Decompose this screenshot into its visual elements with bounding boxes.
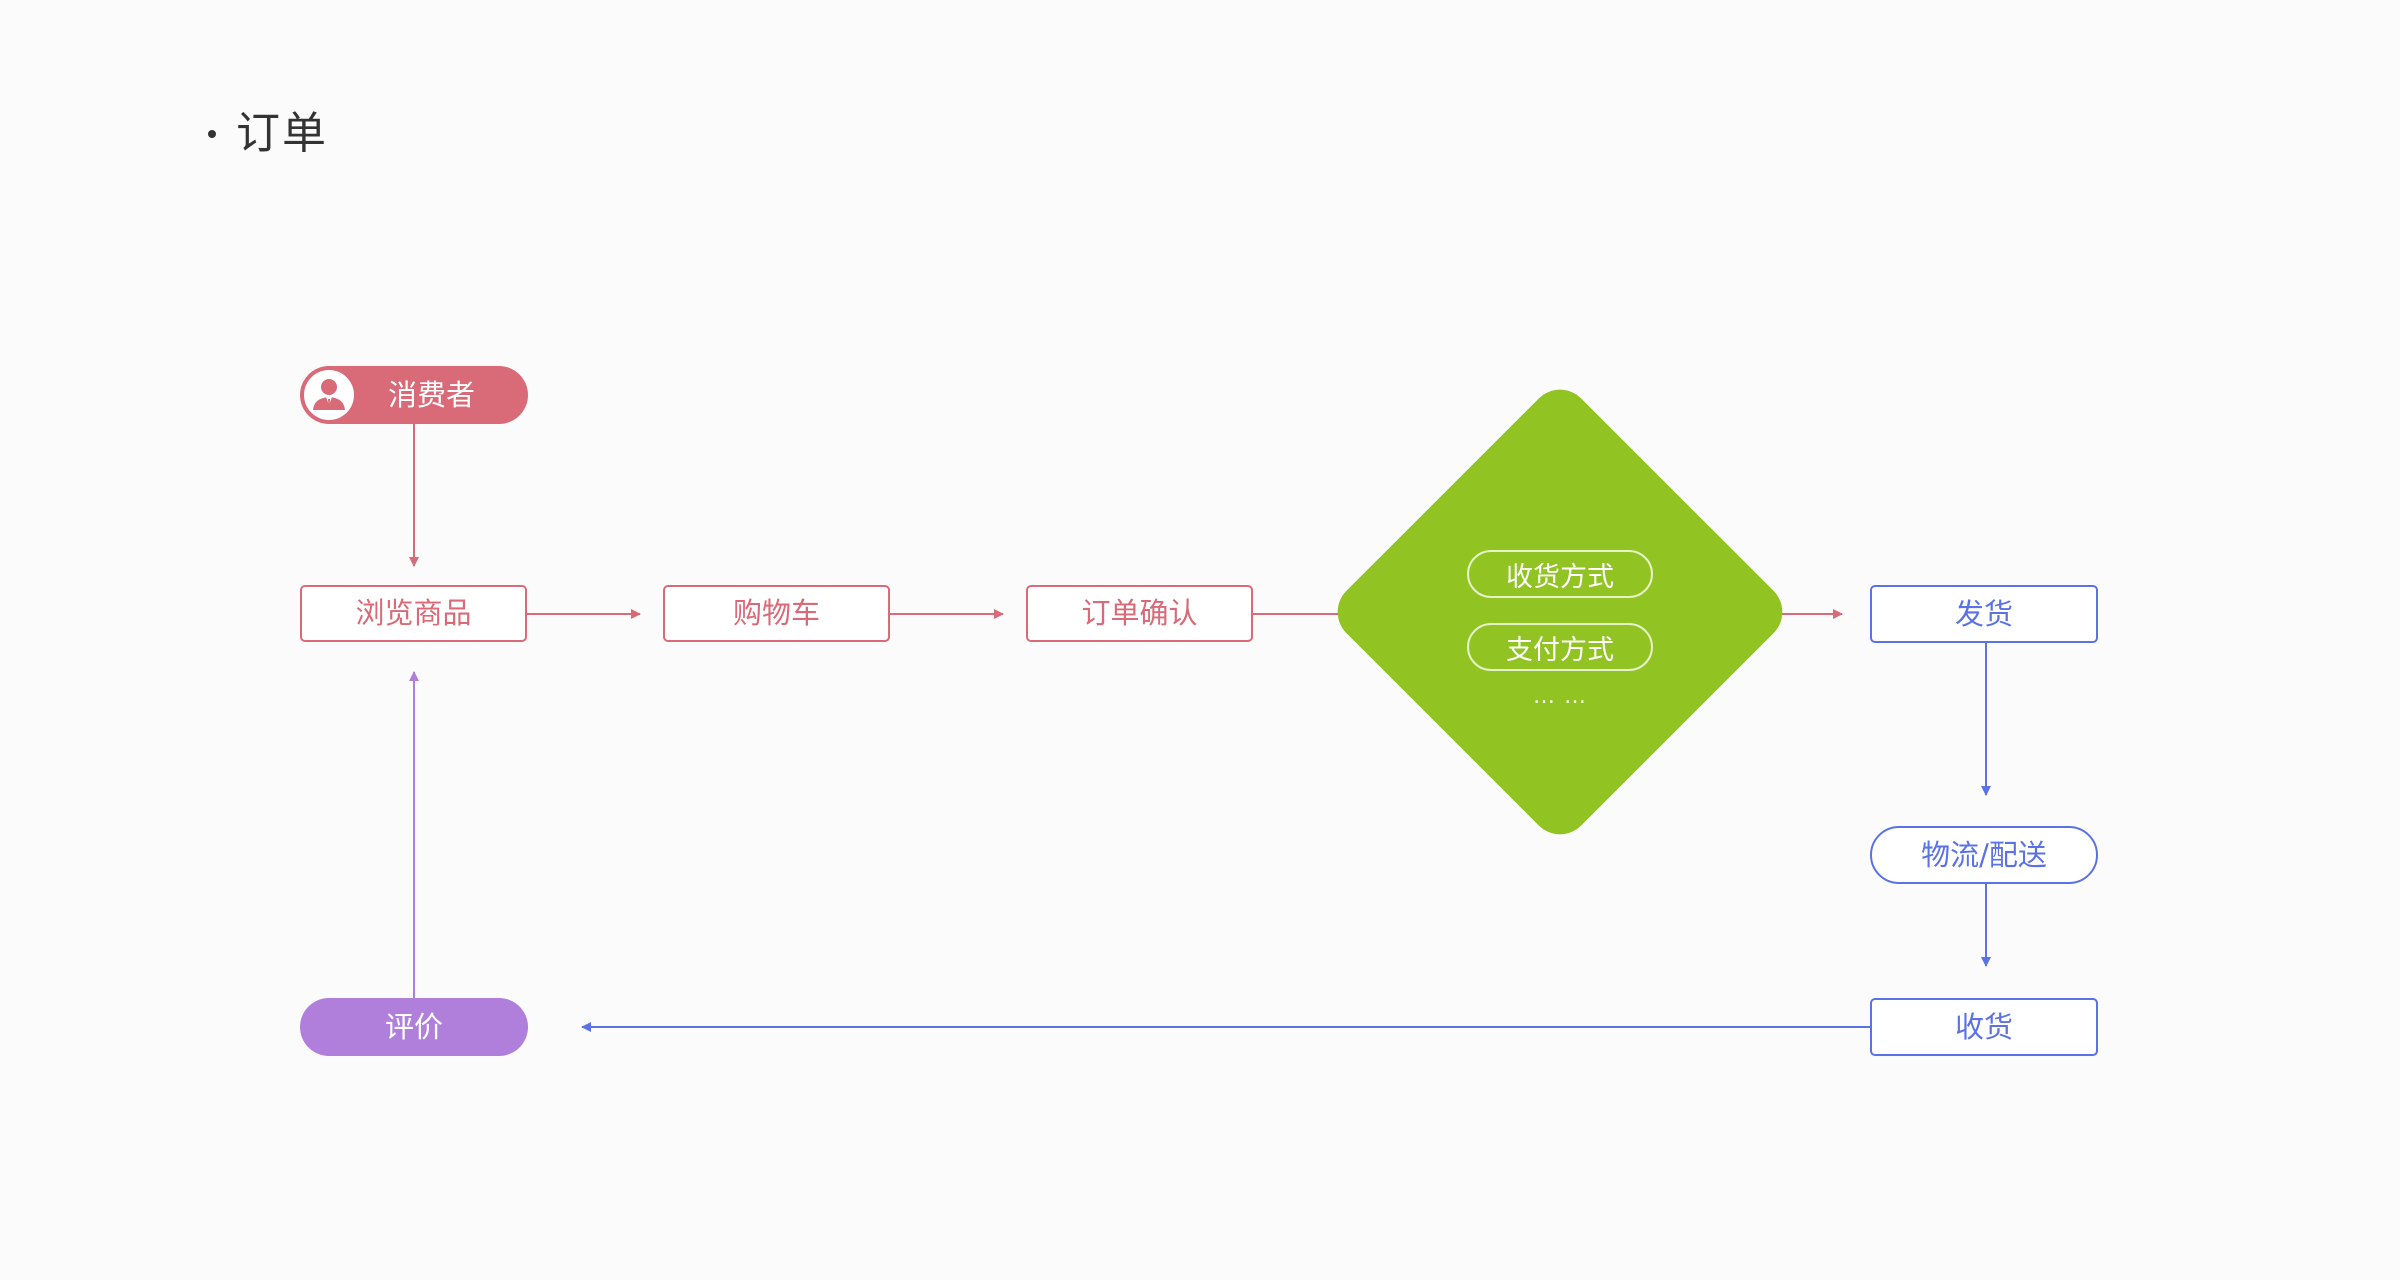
consumer-label: 消费者	[388, 378, 476, 412]
title-bullet	[208, 130, 216, 138]
payment-method-option: 支付方式	[1467, 623, 1653, 671]
ship-node: 发货	[1870, 585, 2098, 643]
consumer-node: 消费者	[300, 366, 528, 424]
logistics-node: 物流/配送	[1870, 826, 2098, 884]
browse-products-node: 浏览商品	[300, 585, 527, 642]
more-options-ellipsis: … …	[1533, 684, 1587, 709]
delivery-method-option: 收货方式	[1467, 550, 1653, 598]
review-node: 评价	[300, 998, 528, 1056]
receive-node: 收货	[1870, 998, 2098, 1056]
order-confirm-node: 订单确认	[1026, 585, 1253, 642]
cart-node: 购物车	[663, 585, 890, 642]
user-avatar-icon	[304, 370, 354, 420]
page-title: 订单	[236, 108, 328, 159]
